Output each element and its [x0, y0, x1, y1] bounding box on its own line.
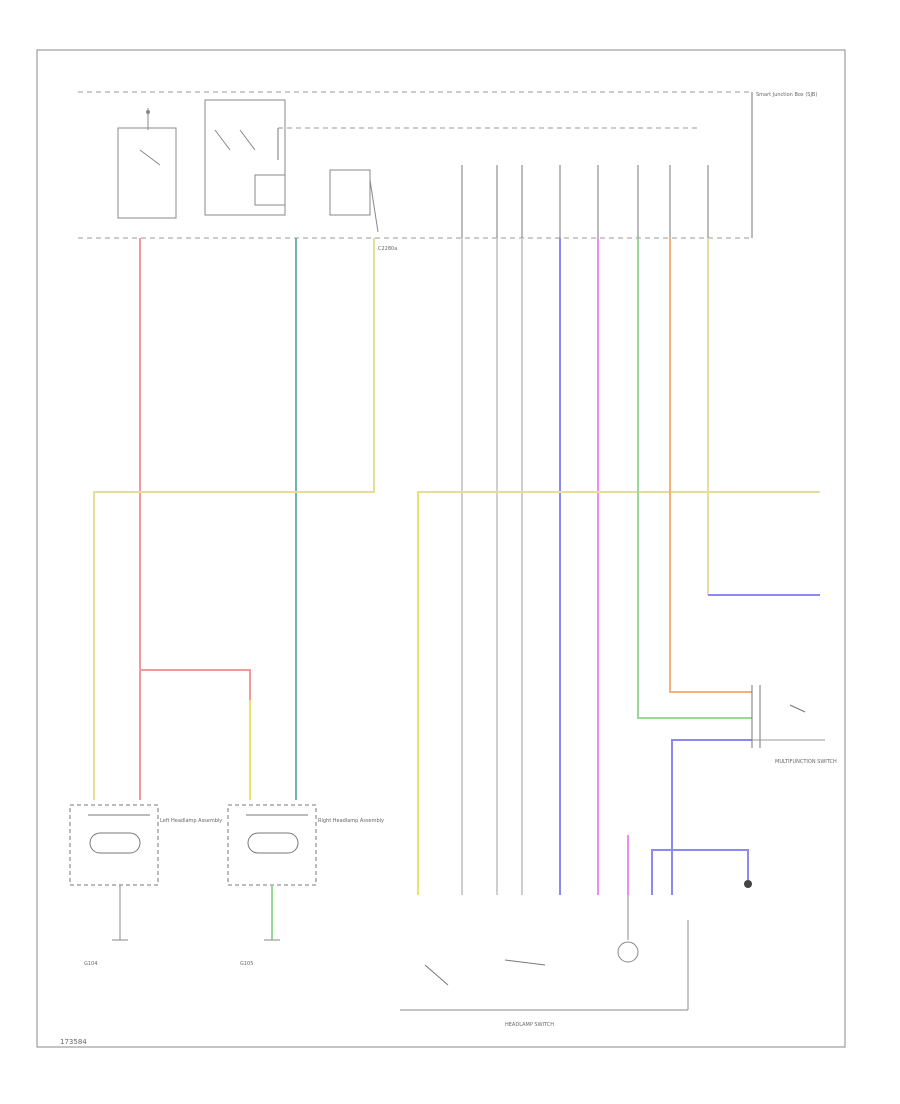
wire-orange — [669, 238, 752, 693]
ground-right-label: G105 — [240, 961, 253, 967]
wire-green — [637, 238, 752, 719]
wire-tan — [93, 238, 375, 800]
right-headlamp-assembly — [227, 804, 317, 941]
left-assembly-label: Left Headlamp Assembly — [160, 818, 222, 824]
right-assembly-label: Right Headlamp Assembly — [318, 818, 384, 824]
ground-symbol — [744, 880, 752, 888]
module-pin-stubs — [461, 165, 709, 238]
headlamp-switch-symbol — [400, 895, 689, 1011]
small-sensor-symbol — [329, 169, 379, 233]
wire-red-branch — [140, 669, 251, 700]
module-label: Smart Junction Box (SJB) — [756, 92, 817, 98]
left-switch-symbol — [117, 108, 177, 219]
left-headlamp-assembly — [69, 804, 159, 941]
multifunction-connector — [751, 685, 825, 748]
wire-purple — [671, 739, 752, 895]
headlamp-switch-label: HEADLAMP SWITCH — [505, 1022, 554, 1028]
connector-note: C2280a — [378, 246, 397, 252]
relay-symbol — [204, 99, 286, 216]
diagram-border — [36, 49, 846, 1048]
ground-left-label: G104 — [84, 961, 97, 967]
wire-blue-ground — [651, 849, 749, 895]
multifunction-label: MULTIFUNCTION SWITCH — [775, 759, 837, 765]
footer-code: 173584 — [60, 1038, 87, 1046]
